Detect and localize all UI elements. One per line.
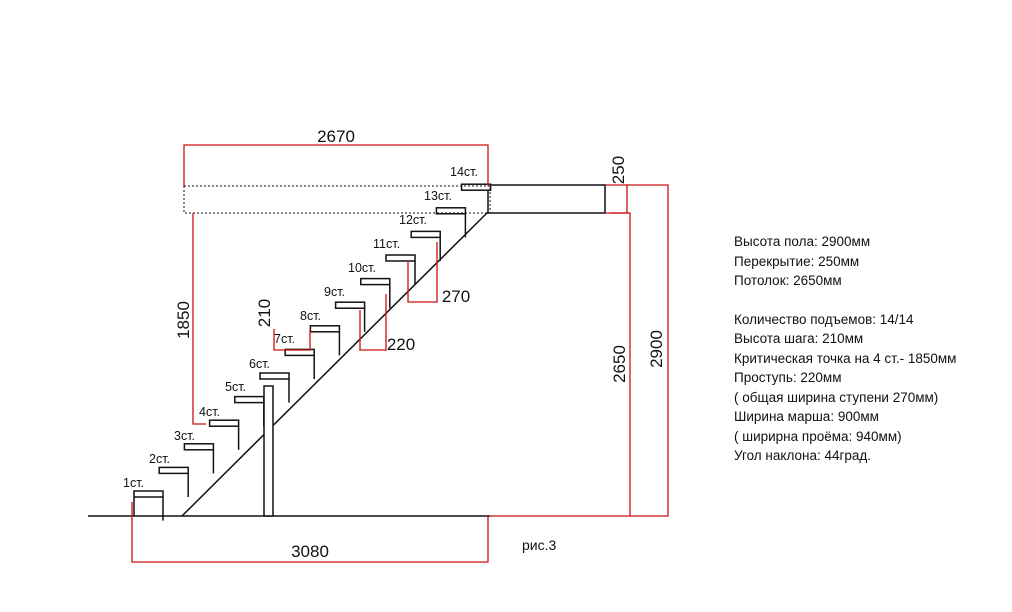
step-label: 1ст. (123, 476, 144, 490)
step-label: 13ст. (424, 189, 452, 203)
dim-2650-line (490, 212, 631, 517)
step-label: 9ст. (324, 285, 345, 299)
step-label: 2ст. (149, 452, 170, 466)
spec-tread: Проступь: 220мм (734, 370, 842, 385)
stair-tread (435, 207, 467, 215)
step-label: 10ст. (348, 261, 376, 275)
dim-label-3080: 3080 (291, 542, 329, 561)
stair-tread (385, 254, 416, 262)
dim-label-2650: 2650 (610, 345, 629, 383)
spec-critical-point: Критическая точка на 4 ст.- 1850мм (734, 350, 957, 366)
step-label: 7ст. (274, 332, 295, 346)
steps-group (133, 183, 492, 521)
step-label: 11ст. (373, 237, 400, 251)
stair-tread (133, 490, 164, 498)
stair-tread (183, 443, 215, 451)
stair-tread (360, 277, 391, 286)
dim-1850-line (192, 213, 206, 425)
dim-2670-frame (183, 144, 489, 186)
spec-slab: Перекрытие: 250мм (734, 253, 860, 269)
specification-block: Высота пола: 2900мм Перекрытие: 250мм По… (734, 232, 956, 466)
spec-floor-height: Высота пола: 2900мм (734, 234, 871, 249)
spec-angle: Угол наклона: 44град. (734, 448, 872, 463)
stair-tread (410, 230, 441, 239)
support-post (263, 385, 274, 517)
spec-gap (734, 291, 956, 310)
dim-3080-frame (131, 502, 489, 563)
dim-label-220: 220 (387, 335, 415, 354)
dim-270-box (407, 242, 438, 303)
stringer-line (181, 211, 489, 517)
spec-flight-width: Ширина марша: 900мм (734, 409, 879, 424)
stair-tread (309, 325, 341, 333)
stair-tread (460, 183, 492, 191)
dim-label-270: 270 (442, 287, 470, 306)
stair-tread (334, 301, 366, 309)
opening-dotted (183, 185, 491, 214)
spec-ceiling: Потолок: 2650мм (734, 273, 842, 288)
step-label: 5ст. (225, 380, 246, 394)
step-label: 6ст. (249, 357, 270, 371)
step-label: 12ст. (399, 213, 427, 227)
dim-label-2900: 2900 (647, 330, 666, 368)
step-label: 4ст. (199, 405, 220, 419)
spec-tread-full: ( общая ширина ступени 270мм) (734, 389, 939, 405)
dimension-lines (131, 144, 669, 563)
dim-label-1850: 1850 (174, 301, 193, 339)
dim-label-250: 250 (609, 156, 628, 184)
dim-250-line (605, 184, 628, 214)
spec-opening-width: ( ширирна проёма: 940мм) (734, 428, 902, 444)
dim-label-210: 210 (255, 299, 274, 327)
upper-slab (487, 184, 606, 214)
dim-label-2670: 2670 (317, 127, 355, 146)
spec-rises: Количество подъемов: 14/14 (734, 311, 914, 327)
step-label: 14ст. (450, 165, 478, 179)
step-label: 8ст. (300, 309, 321, 323)
step-label: 3ст. (174, 429, 195, 443)
spec-step-height: Высота шага: 210мм (734, 331, 864, 346)
stair-tread (208, 419, 240, 427)
figure-caption: рис.3 (522, 537, 557, 553)
stair-tread (234, 395, 265, 404)
dim-2900-line (627, 184, 669, 517)
stair-tread (259, 372, 290, 380)
dim-220-box (359, 294, 387, 351)
dim-210-box (273, 329, 311, 351)
stair-tread (158, 466, 189, 475)
